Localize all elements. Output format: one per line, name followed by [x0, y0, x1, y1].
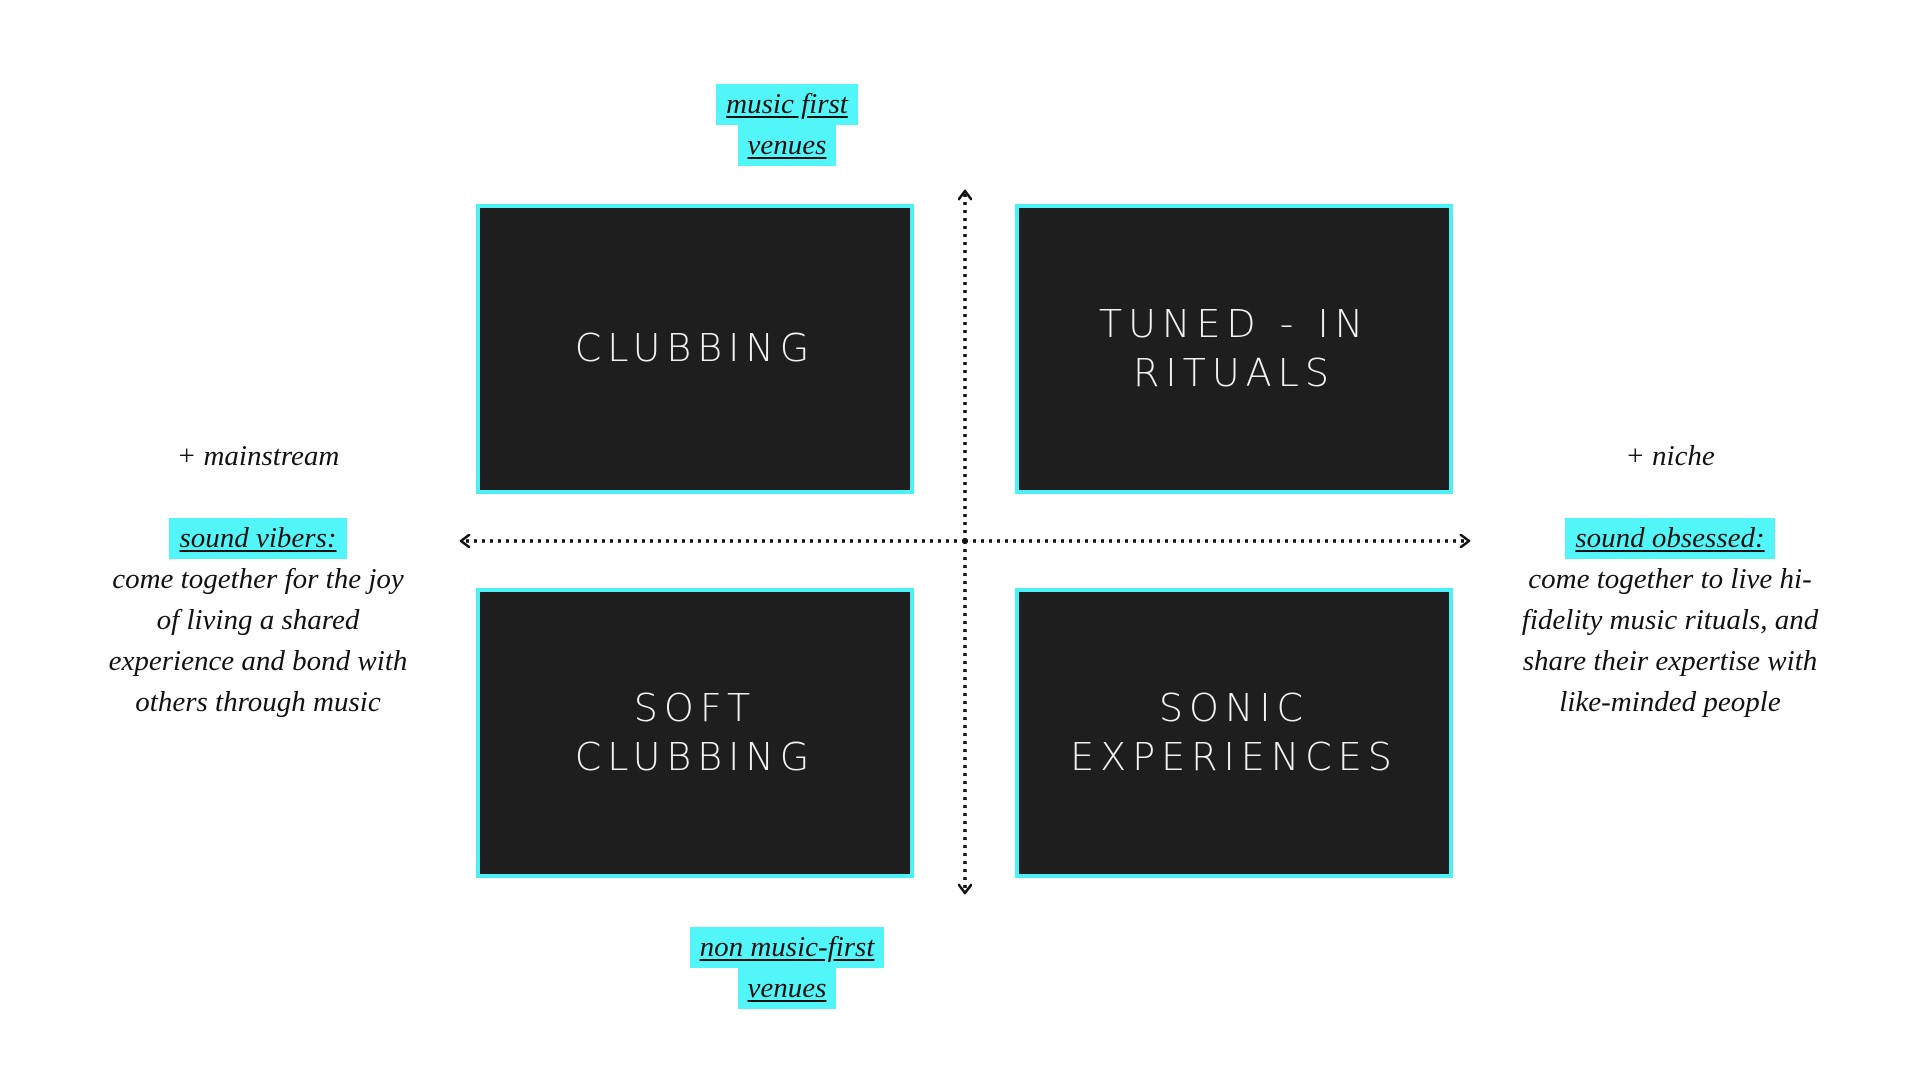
- axis-label-top: music first venues: [607, 84, 967, 166]
- right-heading: sound obsessed:: [1565, 518, 1775, 559]
- quadrant-clubbing: CLUBBING: [476, 204, 914, 494]
- right-description: come together to live hi-fidelity music …: [1521, 563, 1819, 718]
- left-side-body: sound vibers: come together for the joy …: [98, 518, 418, 723]
- quadrant-label: SOFT CLUBBING: [574, 685, 816, 779]
- left-description: come together for the joy of living a sh…: [108, 563, 408, 718]
- axis-bottom-line1: non music-first: [689, 927, 885, 968]
- quadrant-tuned-in-rituals: TUNED - IN RITUALS: [1015, 204, 1453, 494]
- axis-label-bottom: non music-first venues: [607, 927, 967, 1009]
- left-tag: + mainstream: [176, 440, 340, 472]
- right-tag: + niche: [1625, 440, 1715, 472]
- right-side-body: sound obsessed: come together to live hi…: [1510, 518, 1830, 723]
- axis-bottom-line2: venues: [737, 968, 837, 1009]
- quadrant-sonic-experiences: SONIC EXPERIENCES: [1015, 588, 1453, 878]
- quadrant-label: CLUBBING: [574, 326, 816, 371]
- axis-top-line1: music first: [716, 84, 858, 125]
- left-heading: sound vibers:: [169, 518, 347, 559]
- quadrant-soft-clubbing: SOFT CLUBBING: [476, 588, 914, 878]
- quadrant-label: TUNED - IN RITUALS: [1098, 301, 1370, 395]
- axis-top-line2: venues: [737, 125, 837, 166]
- quadrant-label: SONIC EXPERIENCES: [1070, 685, 1398, 779]
